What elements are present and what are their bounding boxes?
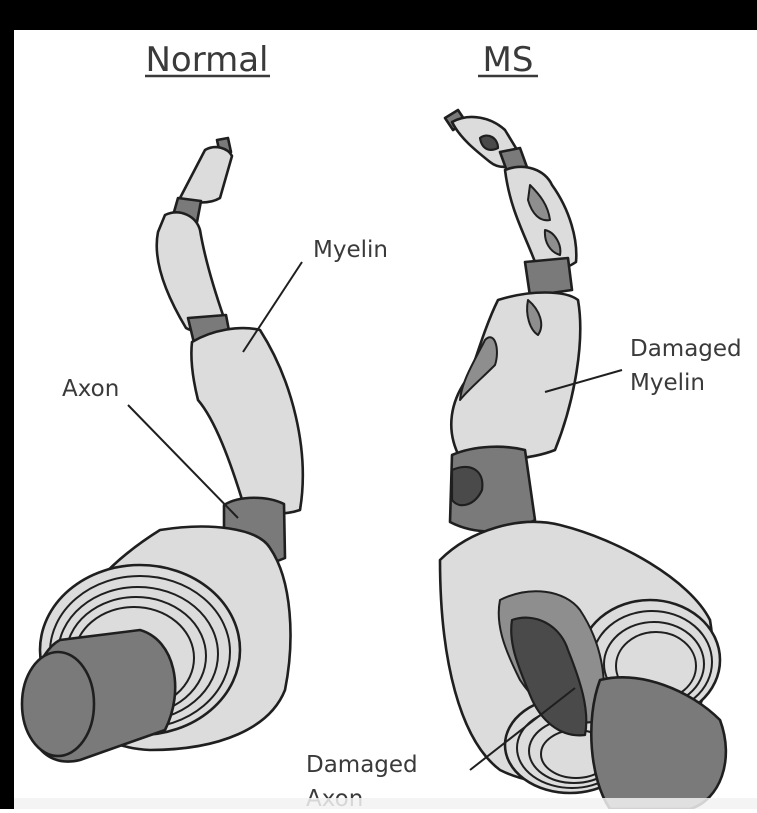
damaged-axon-label-line1: Damaged [306,752,418,778]
normal-axon-core-face [22,652,94,756]
normal-title: Normal [145,40,268,80]
axon-label: Axon [62,376,119,402]
bottom-crop-strip [14,798,757,809]
myelin-label: Myelin [313,237,388,263]
damaged-myelin-label-line1: Damaged [630,336,742,362]
left-frame-bar [0,0,14,809]
ms-title: MS [483,40,534,80]
damaged-myelin-label-line2: Myelin [630,370,705,396]
ms-node-2 [525,258,572,296]
top-frame-bar [0,0,757,30]
